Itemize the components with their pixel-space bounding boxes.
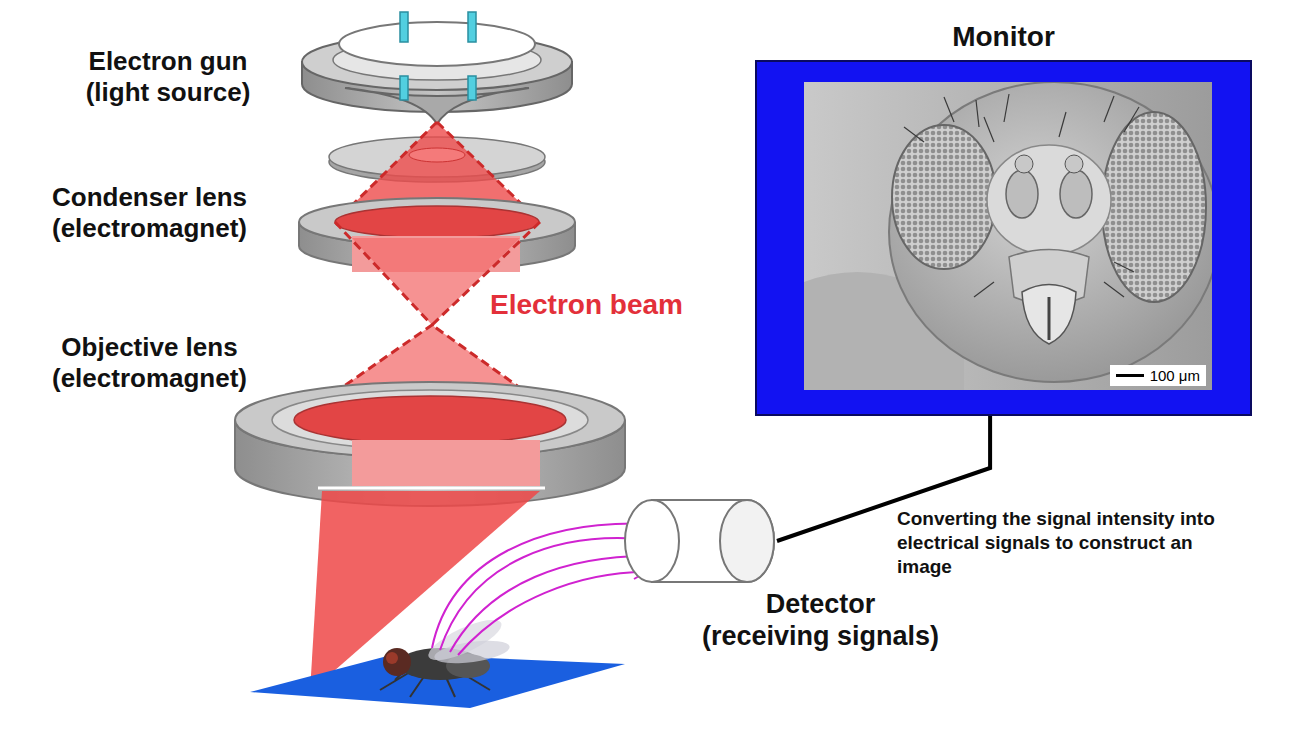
part-label: Electron gun (light source)	[68, 46, 268, 108]
objective-lens	[235, 382, 625, 506]
detector-cylinder	[622, 498, 777, 584]
fly-specimen	[380, 612, 511, 697]
scale-text: 100 μm	[1150, 367, 1200, 384]
part-label: Condenser lens (electromagnet)	[42, 182, 257, 244]
monitor-screen: Monitor100 μm	[755, 60, 1252, 416]
scale-bar-box: 100 μm	[1110, 365, 1206, 386]
beam-label: Electron beam	[490, 288, 683, 322]
signal-arrows	[432, 517, 656, 655]
electron-gun	[302, 12, 572, 124]
monitor-heading: Monitor	[757, 20, 1250, 54]
note-label: Converting the signal intensity into ele…	[897, 507, 1227, 579]
scale-bar	[1116, 374, 1144, 377]
sem-image	[804, 82, 1212, 390]
detector-body: Detector (receiving signals)	[622, 498, 777, 584]
detector-label: Detector (receiving signals)	[700, 588, 941, 652]
part-label: Objective lens (electromagnet)	[42, 332, 257, 394]
